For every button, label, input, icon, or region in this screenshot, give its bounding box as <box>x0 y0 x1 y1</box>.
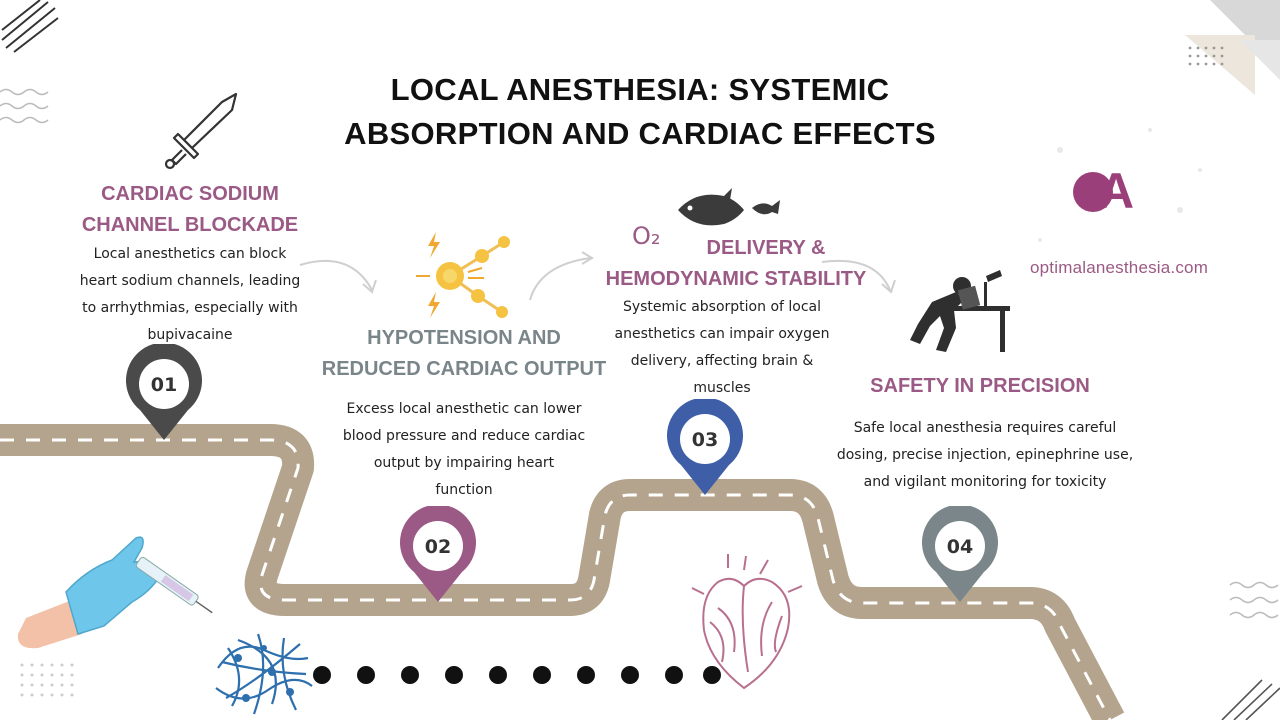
step-4-text-line-1: Safe local anesthesia requires careful <box>853 420 1117 436</box>
step-1-text-line-3: to arrhythmias, especially with <box>82 300 298 316</box>
step-4-heading-line-1: SAFETY IN PRECISION <box>870 375 1090 397</box>
step-3-text-line-3: delivery, affecting brain & <box>630 353 814 369</box>
step-3-number: 03 <box>692 429 718 451</box>
page-title: LOCAL ANESTHESIA: SYSTEMIC ABSORPTION AN… <box>0 68 1280 156</box>
step-1-marker: 01 <box>126 344 202 440</box>
sword-icon <box>164 92 238 170</box>
step-2-text-line-3: output by impairing heart <box>373 455 555 471</box>
neuron-network-icon <box>215 633 313 715</box>
step-3-text-line-4: muscles <box>693 380 751 396</box>
title-line-1: LOCAL ANESTHESIA: SYSTEMIC <box>390 72 890 107</box>
step-2-text-line-4: function <box>435 482 493 498</box>
step-4-marker: 04 <box>922 506 998 602</box>
syringe-hand-icon <box>17 536 213 649</box>
step-3-heading: DELIVERY & HEMODYNAMIC STABILITY <box>586 233 886 295</box>
o2-symbol: O₂ <box>632 222 661 250</box>
step-2-text-line-2: blood pressure and reduce cardiac <box>342 428 586 444</box>
step-1-heading-line-2: CHANNEL BLOCKADE <box>81 214 299 236</box>
step-1-text-line-1: Local anesthetics can block <box>93 246 287 262</box>
step-4-text-line-2: dosing, precise injection, epinephrine u… <box>836 447 1134 463</box>
step-1-text-line-4: bupivacaine <box>147 327 233 343</box>
step-2-text-line-1: Excess local anesthetic can lower <box>346 401 582 417</box>
step-1-heading-line-1: CARDIAC SODIUM <box>101 183 279 205</box>
step-4-number: 04 <box>947 536 973 558</box>
step-3-text-line-2: anesthetics can impair oxygen <box>614 326 830 342</box>
brand-logo-mark <box>1073 172 1113 212</box>
step-4-heading: SAFETY IN PRECISION <box>830 371 1130 402</box>
heart-icon <box>691 554 803 690</box>
brand-logo-text: A <box>1098 163 1135 219</box>
step-4-text-line-3: and vigilant monitoring for toxicity <box>863 474 1107 490</box>
step-3-heading-line-2: HEMODYNAMIC STABILITY <box>605 268 867 290</box>
step-2-marker: 02 <box>400 506 476 602</box>
brand-website: optimalanesthesia.com <box>1030 258 1209 277</box>
person-desk-icon <box>910 270 1010 352</box>
step-3-text-line-1: Systemic absorption of local <box>622 299 822 315</box>
step-4-description: Safe local anesthesia requires careful d… <box>815 415 1155 496</box>
step-1-text-line-2: heart sodium channels, leading <box>79 273 301 289</box>
step-2-number: 02 <box>425 536 451 558</box>
fish-icon <box>678 188 780 226</box>
step-2-description: Excess local anesthetic can lower blood … <box>314 396 614 504</box>
step-1-heading: CARDIAC SODIUM CHANNEL BLOCKADE <box>50 179 330 241</box>
step-3-marker: 03 <box>667 399 743 495</box>
molecule-icon <box>416 232 510 318</box>
step-2-heading-line-2: REDUCED CARDIAC OUTPUT <box>321 358 607 380</box>
step-2-heading: HYPOTENSION AND REDUCED CARDIAC OUTPUT <box>300 323 628 385</box>
step-1-description: Local anesthetics can block heart sodium… <box>40 241 340 349</box>
step-3-heading-line-1: DELIVERY & <box>706 237 826 259</box>
step-2-heading-line-1: HYPOTENSION AND <box>367 327 561 349</box>
step-1-number: 01 <box>151 374 177 396</box>
step-3-description: Systemic absorption of local anesthetics… <box>572 294 872 402</box>
title-line-2: ABSORPTION AND CARDIAC EFFECTS <box>344 116 936 151</box>
dotted-connector <box>313 666 721 684</box>
